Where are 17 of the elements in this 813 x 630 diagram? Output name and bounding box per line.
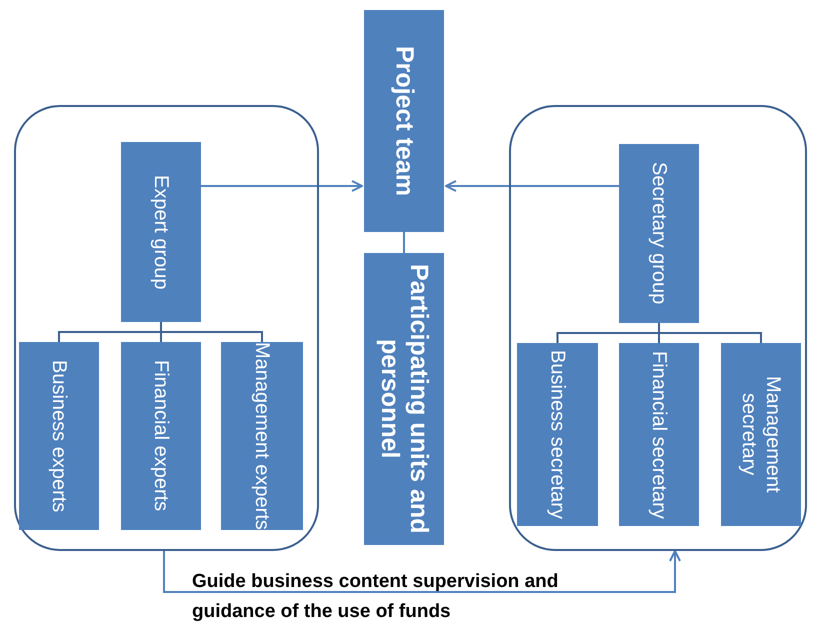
group-container xyxy=(509,105,807,551)
group-container xyxy=(14,105,319,551)
connector-line xyxy=(403,232,405,253)
member-box: Expert group xyxy=(121,142,201,322)
member-box: Financial experts xyxy=(121,342,201,530)
member-box: Business secretary xyxy=(517,343,598,526)
arrow xyxy=(201,180,363,192)
member-box: Business experts xyxy=(19,342,99,530)
member-box: Management secretary xyxy=(721,343,801,526)
member-box: Financial secretary xyxy=(619,343,699,526)
edge-label: Guide business content supervision and guidance of the use of funds xyxy=(192,570,560,624)
member-box: Management experts xyxy=(221,342,303,530)
arrow xyxy=(445,180,619,192)
member-box: Secretary group xyxy=(619,144,699,323)
team-box: Participating units and personnel xyxy=(364,253,444,545)
team-box: Project team xyxy=(364,10,444,232)
arrow xyxy=(163,550,681,593)
